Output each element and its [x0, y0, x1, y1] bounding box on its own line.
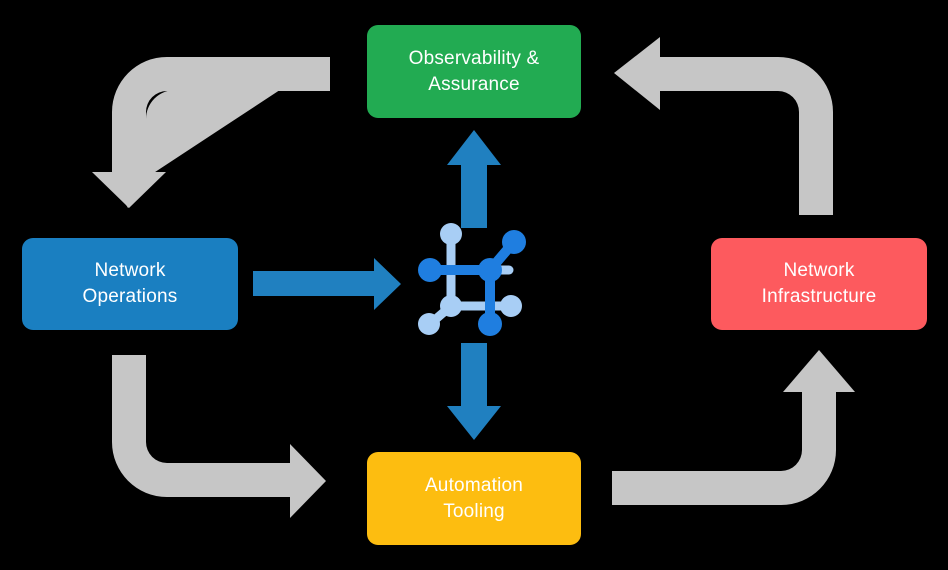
node-network-infrastructure[interactable]: Network Infrastructure	[711, 238, 927, 330]
arrow-center-to-automation	[447, 343, 501, 440]
node-network-operations[interactable]: Network Operations	[22, 238, 238, 330]
node-network-infrastructure-label: Network Infrastructure	[761, 260, 877, 307]
topology-light-nodes	[418, 223, 522, 335]
topology-dark-nodes	[418, 230, 526, 336]
arrow-netops-to-automation	[112, 355, 290, 497]
node-observability-assurance[interactable]: Observability & Assurance	[367, 25, 581, 118]
arrowhead-right-left-bottom	[290, 444, 326, 518]
node-automation-tooling-label: Automation Tooling	[424, 474, 524, 522]
arrow-observability-to-netops-body	[112, 57, 330, 178]
arrowhead-left-right-top	[614, 37, 660, 110]
node-automation-tooling[interactable]: Automation Tooling	[367, 452, 581, 545]
network-topology-icon	[418, 223, 526, 336]
arrow-center-to-observability	[447, 130, 501, 228]
arrow-automation-to-netinfra	[612, 392, 836, 505]
node-network-operations-label: Network Operations	[82, 260, 178, 307]
arrowhead-down-left-top	[92, 172, 166, 208]
arrow-netops-to-center	[253, 258, 401, 310]
arrowhead-up-right-bottom	[783, 350, 855, 392]
node-observability-label: Observability & Assurance	[408, 47, 540, 95]
center-icon-wrapper	[414, 218, 534, 338]
arrow-observability-to-netops	[110, 57, 330, 208]
arrow-netinfra-to-observability	[660, 57, 833, 215]
